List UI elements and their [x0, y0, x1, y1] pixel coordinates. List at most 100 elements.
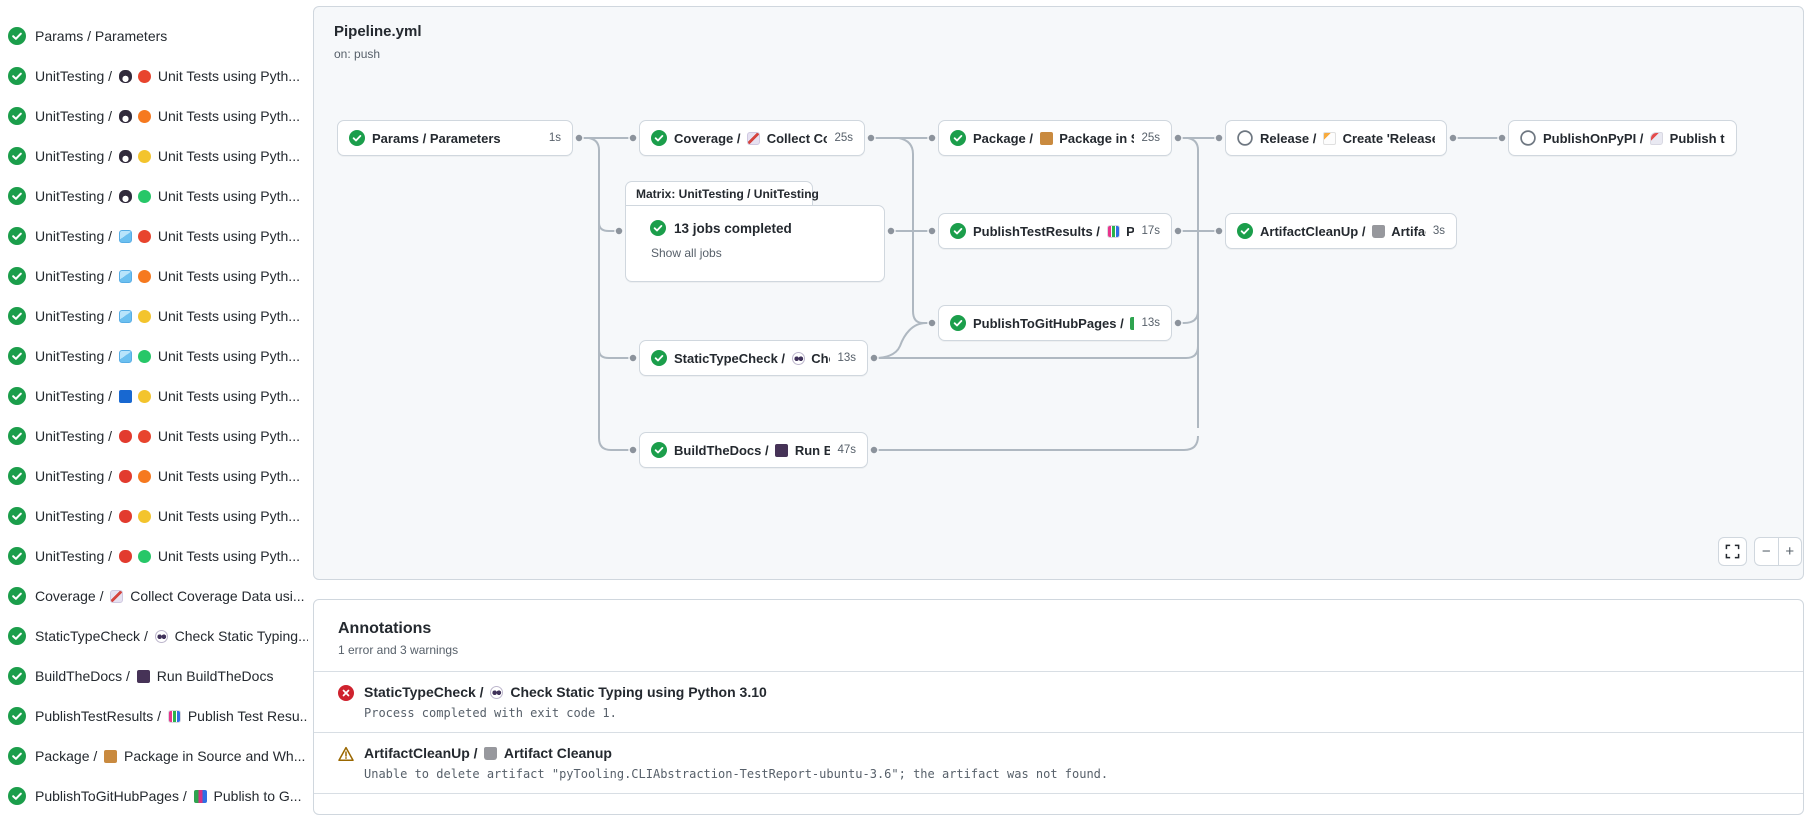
- sidebar-job-label: UnitTesting / Unit Tests using Pyth...: [35, 388, 300, 404]
- success-icon: [650, 220, 666, 236]
- barchart-icon: [167, 710, 181, 723]
- annotations-panel: Annotations 1 error and 3 warnings Stati…: [313, 599, 1804, 815]
- trash-icon: [484, 747, 498, 760]
- penguin-icon: [118, 150, 132, 163]
- node-label: Package / Package in So...: [973, 130, 1134, 146]
- zoom-controls: − +: [1754, 537, 1802, 566]
- node-label: BuildTheDocs / Run Buil...: [674, 442, 830, 458]
- matrix-group-label: Matrix: UnitTesting / UnitTesting: [636, 186, 819, 201]
- sidebar-job-item[interactable]: UnitTesting / Unit Tests using Pyth...: [0, 296, 308, 336]
- books-icon: [1130, 316, 1135, 330]
- chart-icon: [747, 131, 761, 145]
- sidebar-job-item[interactable]: UnitTesting / Unit Tests using Pyth...: [0, 376, 308, 416]
- sidebar-job-item[interactable]: UnitTesting / Unit Tests using Pyth...: [0, 536, 308, 576]
- chart-icon: [110, 590, 124, 603]
- sidebar-job-item[interactable]: StaticTypeCheck / Check Static Typing...: [0, 616, 308, 656]
- sidebar-job-label: UnitTesting / Unit Tests using Pyth...: [35, 548, 300, 564]
- success-icon: [8, 627, 26, 645]
- graph-node-params[interactable]: Params / Parameters 1s: [337, 120, 573, 156]
- graph-node-release[interactable]: Release / Create 'Release P...: [1225, 120, 1447, 156]
- circle-green: [137, 550, 151, 563]
- graph-node-artifactcleanup[interactable]: ArtifactCleanUp / Artifac... 3s: [1225, 213, 1457, 249]
- success-icon: [8, 787, 26, 805]
- graph-edges: [574, 133, 1507, 455]
- notebook-icon: [775, 443, 789, 457]
- node-label: StaticTypeCheck / Chec...: [674, 350, 830, 366]
- sidebar-job-item[interactable]: UnitTesting / Unit Tests using Pyth...: [0, 216, 308, 256]
- trash-icon: [1372, 224, 1386, 238]
- annotations-summary: 1 error and 3 warnings: [338, 643, 459, 657]
- sidebar-job-label: Package / Package in Source and Wh...: [35, 748, 306, 764]
- eyes-icon: [791, 351, 805, 365]
- success-icon: [8, 267, 26, 285]
- sidebar-job-item[interactable]: BuildTheDocs / Run BuildTheDocs: [0, 656, 308, 696]
- sidebar-job-item[interactable]: Params / Parameters: [0, 16, 308, 56]
- sidebar-job-item[interactable]: UnitTesting / Unit Tests using Pyth...: [0, 96, 308, 136]
- sidebar-job-label: UnitTesting / Unit Tests using Pyth...: [35, 68, 300, 84]
- sidebar-job-label: StaticTypeCheck / Check Static Typing...: [35, 628, 308, 644]
- success-icon: [8, 507, 26, 525]
- success-icon: [1237, 223, 1253, 239]
- success-icon: [8, 147, 26, 165]
- graph-node-statictypecheck[interactable]: StaticTypeCheck / Chec... 13s: [639, 340, 868, 376]
- circle-yellow: [137, 390, 151, 403]
- node-label: PublishTestResults / Pu...: [973, 223, 1135, 239]
- penguin-icon: [118, 110, 132, 123]
- node-label: PublishToGitHubPages / ...: [973, 316, 1135, 331]
- sidebar-job-item[interactable]: UnitTesting / Unit Tests using Pyth...: [0, 416, 308, 456]
- circle-red: [137, 70, 151, 83]
- node-duration: 17s: [1141, 225, 1160, 237]
- success-icon: [8, 107, 26, 125]
- circle-yellow: [137, 510, 151, 523]
- success-icon: [8, 187, 26, 205]
- node-duration: 25s: [834, 132, 853, 144]
- sidebar-job-item[interactable]: UnitTesting / Unit Tests using Pyth...: [0, 256, 308, 296]
- pipeline-trigger: on: push: [334, 47, 381, 61]
- annotation-row-cutoff: [314, 793, 1803, 814]
- sidebar-job-item[interactable]: UnitTesting / Unit Tests using Pyth...: [0, 496, 308, 536]
- sidebar-job-item[interactable]: PublishToGitHubPages / Publish to G...: [0, 776, 308, 816]
- success-icon: [8, 587, 26, 605]
- sidebar-job-item[interactable]: PublishTestResults / Publish Test Resu..…: [0, 696, 308, 736]
- success-icon: [8, 747, 26, 765]
- node-duration: 13s: [1141, 317, 1160, 329]
- graph-node-publishonpypi[interactable]: PublishOnPyPI / Publish to ...: [1508, 120, 1737, 156]
- graph-node-coverage[interactable]: Coverage / Collect Cove... 25s: [639, 120, 865, 156]
- graph-node-package[interactable]: Package / Package in So... 25s: [938, 120, 1172, 156]
- sidebar-job-item[interactable]: Package / Package in Source and Wh...: [0, 736, 308, 776]
- circle-orange: [137, 470, 151, 483]
- success-icon: [8, 427, 26, 445]
- sidebar-job-label: UnitTesting / Unit Tests using Pyth...: [35, 308, 300, 324]
- sidebar-job-item[interactable]: UnitTesting / Unit Tests using Pyth...: [0, 176, 308, 216]
- sidebar-job-item[interactable]: UnitTesting / Unit Tests using Pyth...: [0, 136, 308, 176]
- books-icon: [193, 790, 207, 803]
- sidebar-job-item[interactable]: Coverage / Collect Coverage Data usi...: [0, 576, 308, 616]
- rocket-icon: [1650, 131, 1664, 145]
- apple-icon: [118, 550, 132, 563]
- node-label: ArtifactCleanUp / Artifac...: [1260, 223, 1426, 239]
- graph-node-publishtestresults[interactable]: PublishTestResults / Pu... 17s: [938, 213, 1172, 249]
- eyes-icon: [154, 630, 168, 643]
- graph-node-publishtogithubpages[interactable]: PublishToGitHubPages / ... 13s: [938, 305, 1172, 341]
- zoom-in-button[interactable]: +: [1785, 543, 1795, 560]
- success-icon: [651, 130, 667, 146]
- sidebar-job-item[interactable]: UnitTesting / Unit Tests using Pyth...: [0, 336, 308, 376]
- sidebar-job-item[interactable]: UnitTesting / Unit Tests using Pyth...: [0, 456, 308, 496]
- success-icon: [8, 387, 26, 405]
- sidebar-job-label: Coverage / Collect Coverage Data usi...: [35, 588, 305, 604]
- show-all-jobs-link[interactable]: Show all jobs: [651, 246, 722, 260]
- sidebar-job-item[interactable]: UnitTesting / Unit Tests using Pyth...: [0, 56, 308, 96]
- fullscreen-button[interactable]: [1718, 537, 1747, 566]
- success-icon: [950, 130, 966, 146]
- skipped-icon: [1520, 130, 1536, 146]
- annotation-title[interactable]: StaticTypeCheck / Check Static Typing us…: [364, 684, 767, 700]
- skipped-icon: [1237, 130, 1253, 146]
- annotations-list: StaticTypeCheck / Check Static Typing us…: [314, 671, 1803, 814]
- graph-node-buildthedocs[interactable]: BuildTheDocs / Run Buil... 47s: [639, 432, 868, 468]
- annotation-title[interactable]: ArtifactCleanUp / Artifact Cleanup: [364, 745, 612, 761]
- node-duration: 13s: [837, 352, 856, 364]
- icecube-icon: [118, 350, 132, 363]
- sidebar-job-label: UnitTesting / Unit Tests using Pyth...: [35, 348, 300, 364]
- zoom-out-button[interactable]: −: [1755, 538, 1779, 565]
- error-icon: [338, 685, 354, 701]
